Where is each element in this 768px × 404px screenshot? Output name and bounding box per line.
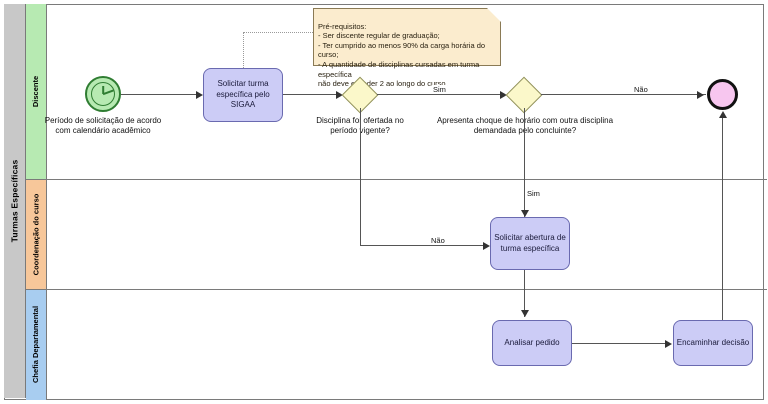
flow-gw2-sim-vertical — [524, 108, 525, 217]
association-note-vertical — [243, 32, 244, 68]
flow-arrow-task3-to-task4 — [665, 339, 672, 348]
task-solicitar-abertura-turma[interactable]: Solicitar abertura de turma específica — [490, 217, 570, 270]
flow-arrow-gw2-to-end — [697, 90, 704, 99]
flow-label-sim-gw1: Sim — [432, 85, 447, 94]
association-note-horizontal — [243, 32, 313, 33]
timer-start-event[interactable] — [85, 76, 121, 112]
lane-label-discente: Discente — [26, 4, 47, 179]
flow-label-nao-gw2: Não — [633, 85, 649, 94]
timer-start-event-caption: Período de solicitação de acordo com cal… — [44, 116, 162, 135]
flow-arrow-task4-to-end — [718, 111, 727, 118]
note-fold-corner-icon — [487, 8, 501, 22]
flow-gw1-nao-horizontal — [360, 245, 486, 246]
lane-label-chefia: Chefia Departamental — [26, 289, 47, 400]
pool-label-text: Turmas Específicas — [9, 159, 20, 243]
flow-task3-to-task4 — [572, 343, 668, 344]
flow-arrow-gw2-sim-to-task2 — [520, 210, 529, 217]
flow-gw2-nao-to-end — [541, 94, 706, 95]
flow-arrow-gw1-to-gw2 — [500, 90, 507, 99]
flow-arrow-task2-to-task3 — [520, 310, 529, 317]
lane-label-chefia-text: Chefia Departamental — [31, 305, 41, 384]
flow-task1-to-gateway1 — [283, 94, 339, 95]
pre-requisitos-note-text: Pré-requisitos: - Ser discente regular d… — [318, 21, 486, 89]
lane-body-chefia — [47, 289, 768, 400]
lane-label-coordenacao-text: Coordenação do curso — [31, 193, 41, 275]
lane-divider-1 — [26, 179, 767, 180]
task-analisar-pedido[interactable]: Analisar pedido — [492, 320, 572, 366]
gateway-choque-horario-caption: Apresenta choque de horário com outra di… — [436, 116, 614, 135]
clock-hand-minute — [102, 89, 114, 95]
lane-label-discente-text: Discente — [31, 75, 41, 108]
task-encaminhar-decisao[interactable]: Encaminhar decisão — [673, 320, 753, 366]
flow-arrow-start-to-task1 — [196, 90, 203, 99]
end-event[interactable] — [707, 79, 738, 110]
pool-label-band: Turmas Específicas — [4, 4, 26, 398]
lane-divider-2 — [26, 289, 767, 290]
pre-requisitos-note: Pré-requisitos: - Ser discente regular d… — [313, 8, 501, 88]
flow-arrow-gw1-nao-to-task2 — [483, 241, 490, 250]
task-solicitar-turma-sigaa[interactable]: Solicitar turma específica pelo SIGAA — [203, 68, 283, 122]
flow-task2-to-task3 — [524, 270, 525, 317]
flow-gw1-sim-to-gw2 — [377, 94, 502, 95]
lane-body-coordenacao — [47, 179, 768, 289]
lane-label-coordenacao: Coordenação do curso — [26, 179, 47, 289]
pool-turmas-especificas — [4, 4, 764, 400]
flow-gw1-nao-vertical — [360, 108, 361, 245]
flow-arrow-task1-to-gw1 — [336, 90, 343, 99]
flow-task4-to-end-vertical — [722, 118, 723, 320]
flow-label-sim-gw2: Sim — [526, 189, 541, 198]
clock-icon — [91, 82, 115, 106]
gateway-disciplina-ofertada-caption: Disciplina foi ofertada no período vigen… — [316, 116, 404, 135]
flow-start-to-solicitar-sigaa — [121, 94, 196, 95]
flow-label-nao-gw1: Não — [430, 236, 446, 245]
